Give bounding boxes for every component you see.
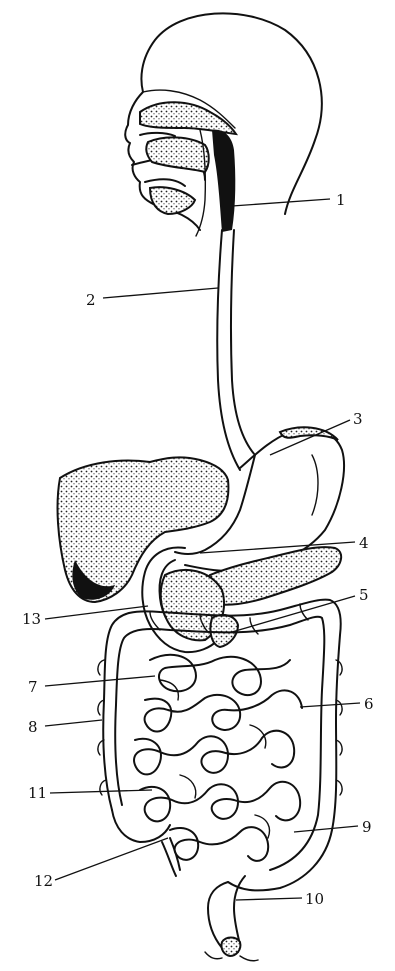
leader-10	[236, 898, 302, 900]
small-intestine	[134, 655, 302, 861]
pancreas	[206, 547, 341, 605]
leader-12	[55, 838, 168, 880]
label-1: 1	[336, 191, 346, 209]
esophagus	[217, 230, 255, 470]
label-3: 3	[353, 410, 363, 428]
leader-7	[45, 676, 155, 686]
label-4: 4	[359, 534, 369, 552]
label-6: 6	[364, 695, 374, 713]
leader-8	[45, 720, 102, 726]
leader-6	[300, 703, 360, 707]
duodenum	[142, 547, 238, 652]
label-12: 12	[34, 872, 53, 890]
label-13: 13	[22, 610, 41, 628]
leader-1	[232, 199, 330, 206]
label-7: 7	[28, 678, 38, 696]
label-10: 10	[305, 890, 324, 908]
leader-9	[294, 826, 358, 832]
label-8: 8	[28, 718, 38, 736]
leader-3	[270, 420, 350, 455]
label-5: 5	[359, 586, 369, 604]
rectum	[205, 876, 258, 961]
label-11: 11	[28, 784, 47, 802]
cecum-and-appendix	[112, 810, 180, 876]
label-2: 2	[86, 291, 96, 309]
label-9: 9	[362, 818, 372, 836]
leader-2	[103, 288, 218, 298]
